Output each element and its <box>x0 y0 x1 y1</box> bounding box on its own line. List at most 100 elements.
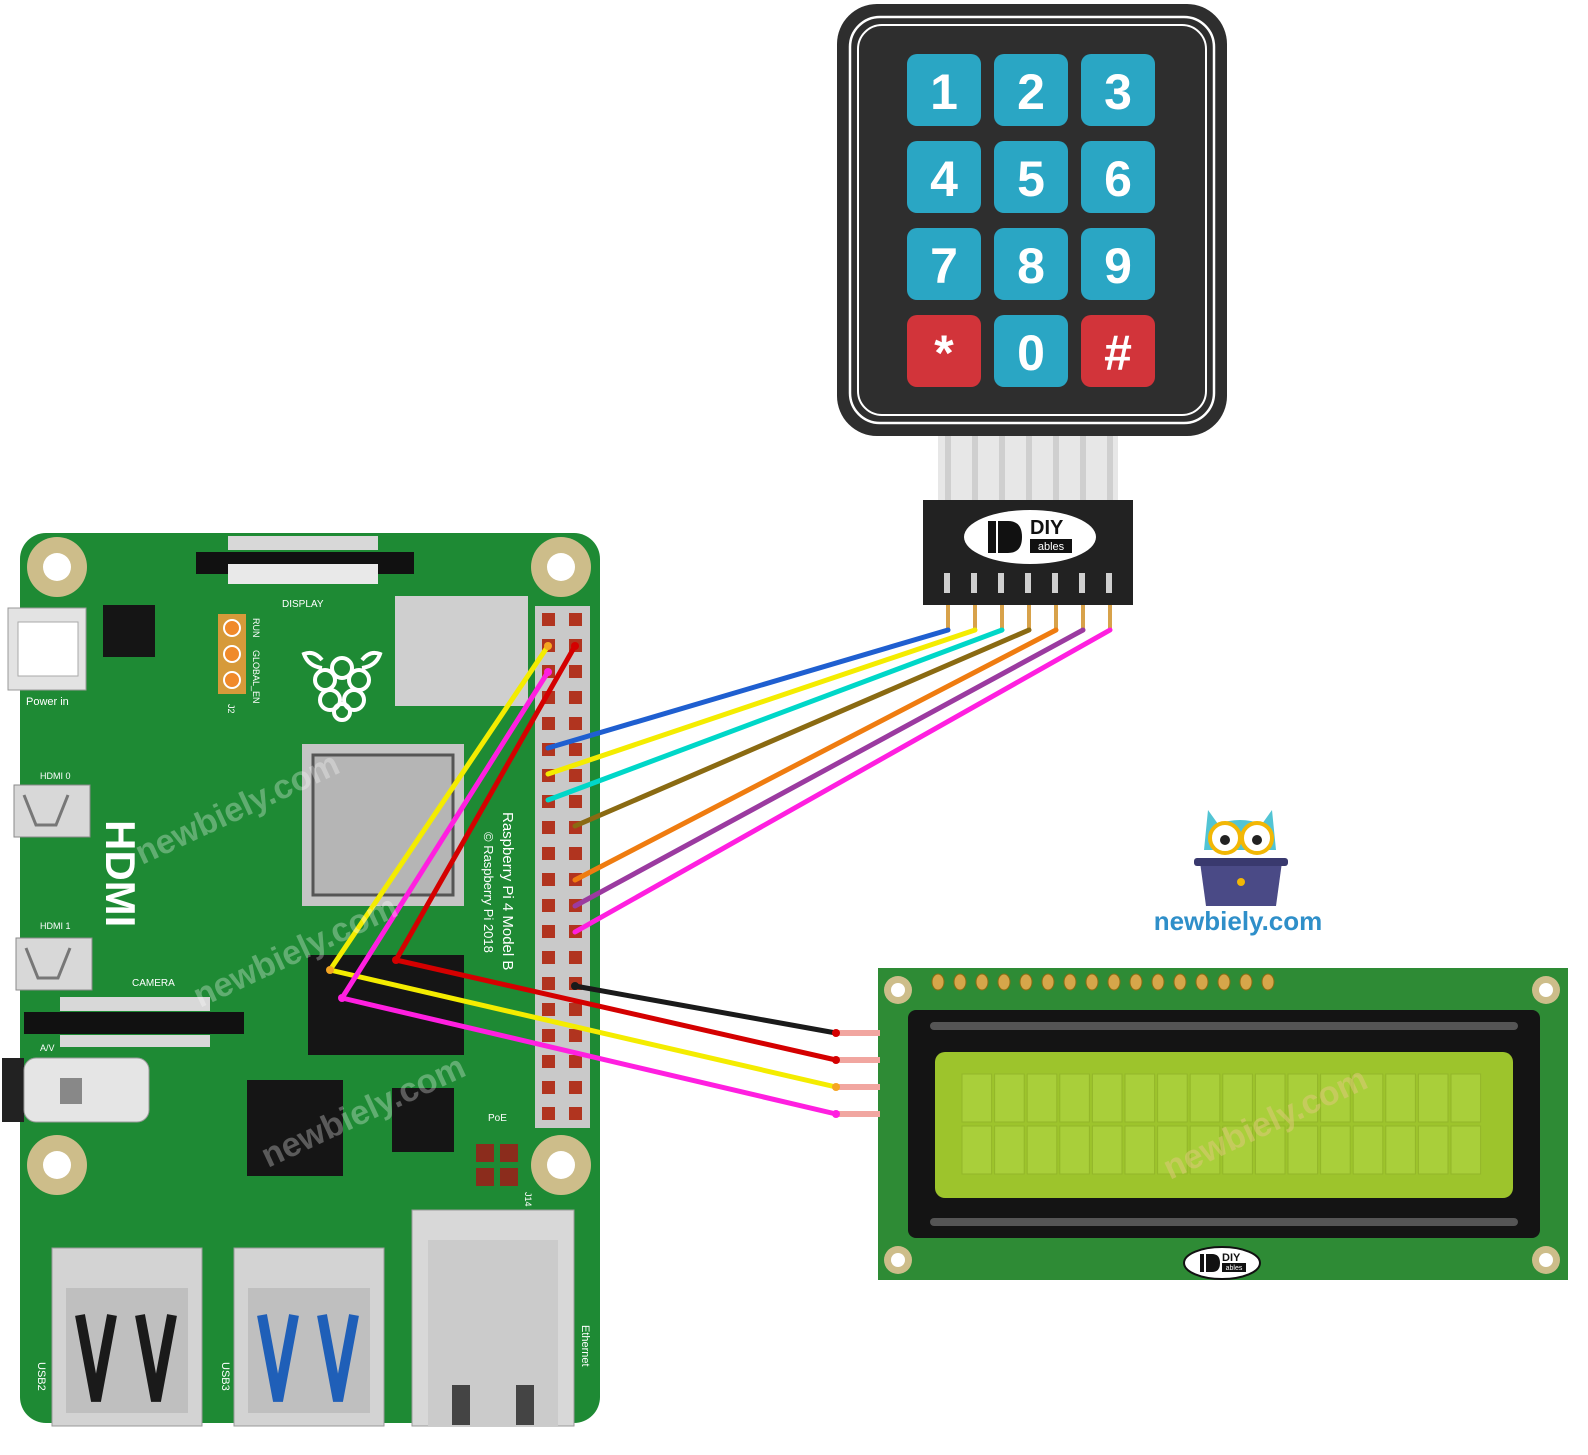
camera-connector-pins <box>60 997 210 1011</box>
ethernet-led-left <box>452 1385 470 1425</box>
lcd-module: DIY ables <box>836 968 1568 1280</box>
wire-orange <box>572 627 1059 883</box>
brand-text: newbiely.com <box>1154 906 1323 936</box>
hdmi0-label: HDMI 0 <box>40 771 71 781</box>
key-3 <box>1081 54 1155 126</box>
lcd-cell <box>1091 1125 1123 1175</box>
gpio-pin <box>569 795 582 808</box>
gpio-pin <box>542 1029 555 1042</box>
keypad-border <box>848 15 1216 425</box>
key-1 <box>907 54 981 126</box>
diyables-logo-top: DIY <box>1030 517 1064 539</box>
key-0 <box>994 315 1068 387</box>
lcd-cell <box>1417 1073 1449 1123</box>
lcd-cell <box>1287 1125 1319 1175</box>
lcd-cell <box>1254 1125 1286 1175</box>
lcd-pad <box>953 973 967 991</box>
lcd-cell <box>1157 1125 1188 1175</box>
key-6 <box>1081 141 1155 213</box>
lcd-pad <box>1019 973 1033 991</box>
owl-laptop-icon <box>1194 810 1288 906</box>
lcd-cell <box>1320 1125 1351 1175</box>
lcd-cell <box>1026 1073 1058 1123</box>
wire-purple <box>572 627 1086 909</box>
j2-label: J2 <box>226 704 236 714</box>
key-8 <box>994 228 1068 300</box>
key-7 <box>907 228 981 300</box>
lcd-cell <box>1222 1125 1253 1175</box>
wire-yellow-keypad <box>545 627 978 777</box>
raspberry-logo-icon <box>301 650 383 722</box>
gpio-pin <box>542 613 555 626</box>
lcd-diyables-logo-bottom: ables <box>1226 1265 1243 1272</box>
lcd-pad <box>1239 973 1253 991</box>
lcd-cell <box>1385 1073 1416 1123</box>
lcd-pad <box>1195 973 1209 991</box>
gpio-pin <box>542 717 555 730</box>
hdmi1-label: HDMI 1 <box>40 921 71 931</box>
usb3-contacts <box>257 1314 359 1402</box>
lcd-mounting-holes <box>884 976 1560 1274</box>
lcd-header-pads <box>931 973 1275 991</box>
lcd-cell <box>1124 1125 1156 1175</box>
wire-ends <box>326 642 840 1118</box>
lcd-cell <box>1026 1125 1058 1175</box>
lcd-pad <box>1173 973 1187 991</box>
gpio-pin <box>569 1003 582 1016</box>
camera-label: CAMERA <box>132 978 175 989</box>
lcd-cell <box>1189 1125 1221 1175</box>
gpio-pin <box>569 1029 582 1042</box>
lcd-bezel-bottom-line <box>930 1218 1518 1226</box>
gpio-pin <box>542 847 555 860</box>
lcd-cell <box>1352 1073 1384 1123</box>
key-star <box>907 315 981 387</box>
key-label: 1 <box>930 64 958 120</box>
hdmi0-slot <box>22 794 70 827</box>
wifi-module <box>395 596 528 706</box>
gpio-pin <box>569 743 582 756</box>
lcd-pad <box>1217 973 1231 991</box>
lcd-cell <box>1352 1125 1384 1175</box>
lcd-cell <box>1320 1073 1351 1123</box>
lcd-cell <box>994 1073 1025 1123</box>
gpio-pin <box>542 1055 555 1068</box>
wire-cyan <box>545 627 1005 803</box>
lcd-cell <box>1059 1125 1090 1175</box>
gpio-pin <box>569 1107 582 1120</box>
hdmi-label: HDMI <box>97 820 144 927</box>
lcd-cell <box>1189 1073 1221 1123</box>
wire-magenta-keypad <box>572 627 1113 935</box>
gpio-pin <box>569 769 582 782</box>
usb-controller-chip <box>247 1080 343 1176</box>
wire-black-gnd <box>572 983 839 1036</box>
lcd-pad <box>1261 973 1275 991</box>
raspberry-pi-board: DISPLAY Power in RUN GLOBAL_EN J2 HDMI 0 <box>2 533 600 1427</box>
keypad-inner-border <box>857 24 1207 416</box>
key-label: 9 <box>1104 238 1132 294</box>
ethernet-label: Ethernet <box>579 1325 591 1367</box>
gpio-pin <box>542 1107 555 1120</box>
lcd-pad <box>1041 973 1055 991</box>
mounting-holes <box>27 537 591 1195</box>
gpio-pin <box>569 665 582 678</box>
connector-slots <box>944 573 1112 593</box>
lcd-cell <box>961 1073 993 1123</box>
lcd-cell <box>1124 1073 1156 1123</box>
connector-pins <box>946 605 1112 630</box>
lcd-cell <box>961 1125 993 1175</box>
gpio-pin <box>542 821 555 834</box>
lcd-i2c-pins <box>836 1030 880 1117</box>
gpio-pin <box>542 1081 555 1094</box>
display-connector-slot <box>228 564 378 584</box>
gpio-pin <box>569 1081 582 1094</box>
chip-small <box>103 605 155 657</box>
gpio-pin <box>542 873 555 886</box>
lcd-pad <box>1129 973 1143 991</box>
lcd-cell <box>1450 1073 1482 1123</box>
key-label: * <box>934 325 954 381</box>
run-label: RUN <box>251 618 261 638</box>
key-hash <box>1081 315 1155 387</box>
global-en-label: GLOBAL_EN <box>251 650 261 704</box>
